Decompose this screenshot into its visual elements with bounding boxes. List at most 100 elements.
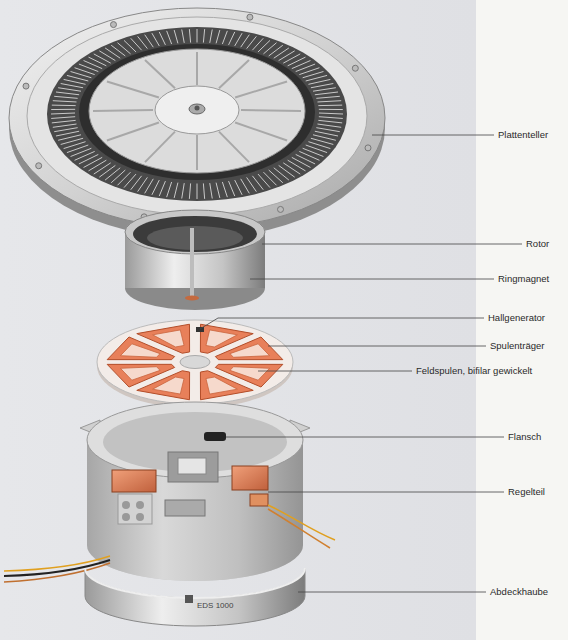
strobe-mark <box>111 170 125 183</box>
strobe-mark <box>94 163 111 174</box>
strobe-mark <box>235 33 242 46</box>
control-unit <box>112 466 268 524</box>
part-label: Rotor <box>526 238 549 250</box>
hub-spoke <box>107 82 159 98</box>
part-label: Hallgenerator <box>488 312 545 324</box>
strobe-mark <box>197 29 198 43</box>
strobe-mark <box>299 151 319 160</box>
field-coil <box>215 337 282 360</box>
strobe-mark <box>75 151 95 160</box>
strobe-mark <box>56 92 79 95</box>
hub-spoke <box>107 123 159 141</box>
strobe-mark <box>292 157 311 167</box>
strobe-mark <box>317 124 341 127</box>
hub-spoke <box>145 132 175 162</box>
strobe-mark <box>167 182 172 197</box>
strobe-mark <box>84 61 103 69</box>
strobe-mark <box>229 32 235 45</box>
strobe-mark <box>235 180 242 195</box>
platter <box>9 8 385 238</box>
strobe-mark <box>124 174 136 188</box>
strobe-mark <box>71 148 92 156</box>
strobe-mark <box>145 35 154 48</box>
field-coil <box>137 324 190 353</box>
strobe-mark <box>159 32 165 45</box>
strobe-mark <box>105 48 120 58</box>
strobe-mark <box>51 113 75 114</box>
strobe-mark <box>89 57 107 66</box>
coil-carrier <box>97 320 293 408</box>
strobe-mark <box>306 75 327 81</box>
strobe-mark <box>279 165 295 177</box>
strobe-mark <box>319 117 343 119</box>
strobe-mark <box>174 30 178 43</box>
part-label: Abdeckhaube <box>490 586 548 598</box>
strobe-mark <box>54 96 77 98</box>
hub-spoke <box>219 60 249 88</box>
strobe-mark <box>317 101 341 102</box>
strobe-mark <box>105 168 120 180</box>
hub-spoke <box>145 60 175 88</box>
hub-spoke <box>196 52 198 85</box>
strobe-mark <box>99 51 115 61</box>
strobe-mark <box>241 179 250 194</box>
strobe-mark <box>303 148 324 156</box>
strobe-mark <box>182 183 185 198</box>
strobe-mark <box>145 179 154 194</box>
field-coil <box>200 371 253 400</box>
cover <box>85 568 305 626</box>
strobe-mark <box>288 57 306 66</box>
strobe-mark <box>274 168 289 180</box>
part-label: Regelteil <box>508 486 545 498</box>
strobe-mark <box>189 183 190 198</box>
strobe-mark <box>319 109 343 110</box>
bolt <box>36 163 42 169</box>
strobe-mark <box>167 31 172 44</box>
strobe-mark <box>269 170 283 183</box>
strobe-mark <box>283 163 300 174</box>
leader-lines <box>200 135 522 592</box>
strobe-mark <box>216 30 220 43</box>
coil-core <box>120 367 160 380</box>
strobe-mark <box>53 124 77 127</box>
coil-core <box>230 344 270 357</box>
strobe-mark <box>296 154 315 164</box>
bolt <box>352 65 358 71</box>
strobe-mark <box>203 29 204 42</box>
coil-core <box>230 367 270 380</box>
strobe-mark <box>263 43 276 54</box>
strobe-mark <box>84 157 103 167</box>
strobe-mark <box>222 182 227 197</box>
sensor <box>204 432 226 441</box>
hub-spoke <box>241 110 301 111</box>
bolt <box>247 14 253 20</box>
strobe-mark <box>279 51 295 61</box>
strobe-mark <box>269 45 283 56</box>
strobe-mark <box>288 160 306 171</box>
ring-magnet <box>133 216 257 252</box>
strobe-mark <box>111 45 125 56</box>
hub-spoke <box>219 132 249 162</box>
hub-spoke <box>93 110 153 111</box>
strobe-mark <box>283 54 300 63</box>
hub-spoke <box>235 123 287 141</box>
coil-core <box>153 377 184 394</box>
strobe-mark <box>79 154 98 164</box>
strobe-mark <box>99 165 115 177</box>
rotor <box>125 210 265 310</box>
strobe-mark <box>152 33 159 46</box>
strobe-mark <box>51 117 75 119</box>
strobe-mark <box>53 101 77 102</box>
strobe-mark <box>311 84 333 88</box>
hub-spoke <box>235 82 287 98</box>
coil-core <box>153 330 184 347</box>
bolt <box>110 22 116 28</box>
part-label: Spulenträger <box>490 340 544 352</box>
coil-core <box>206 377 237 394</box>
coil-core <box>206 330 237 347</box>
strobe-mark <box>138 36 148 48</box>
strobe-mark <box>94 54 111 63</box>
strobe-mark <box>52 105 76 107</box>
washer <box>185 296 199 301</box>
